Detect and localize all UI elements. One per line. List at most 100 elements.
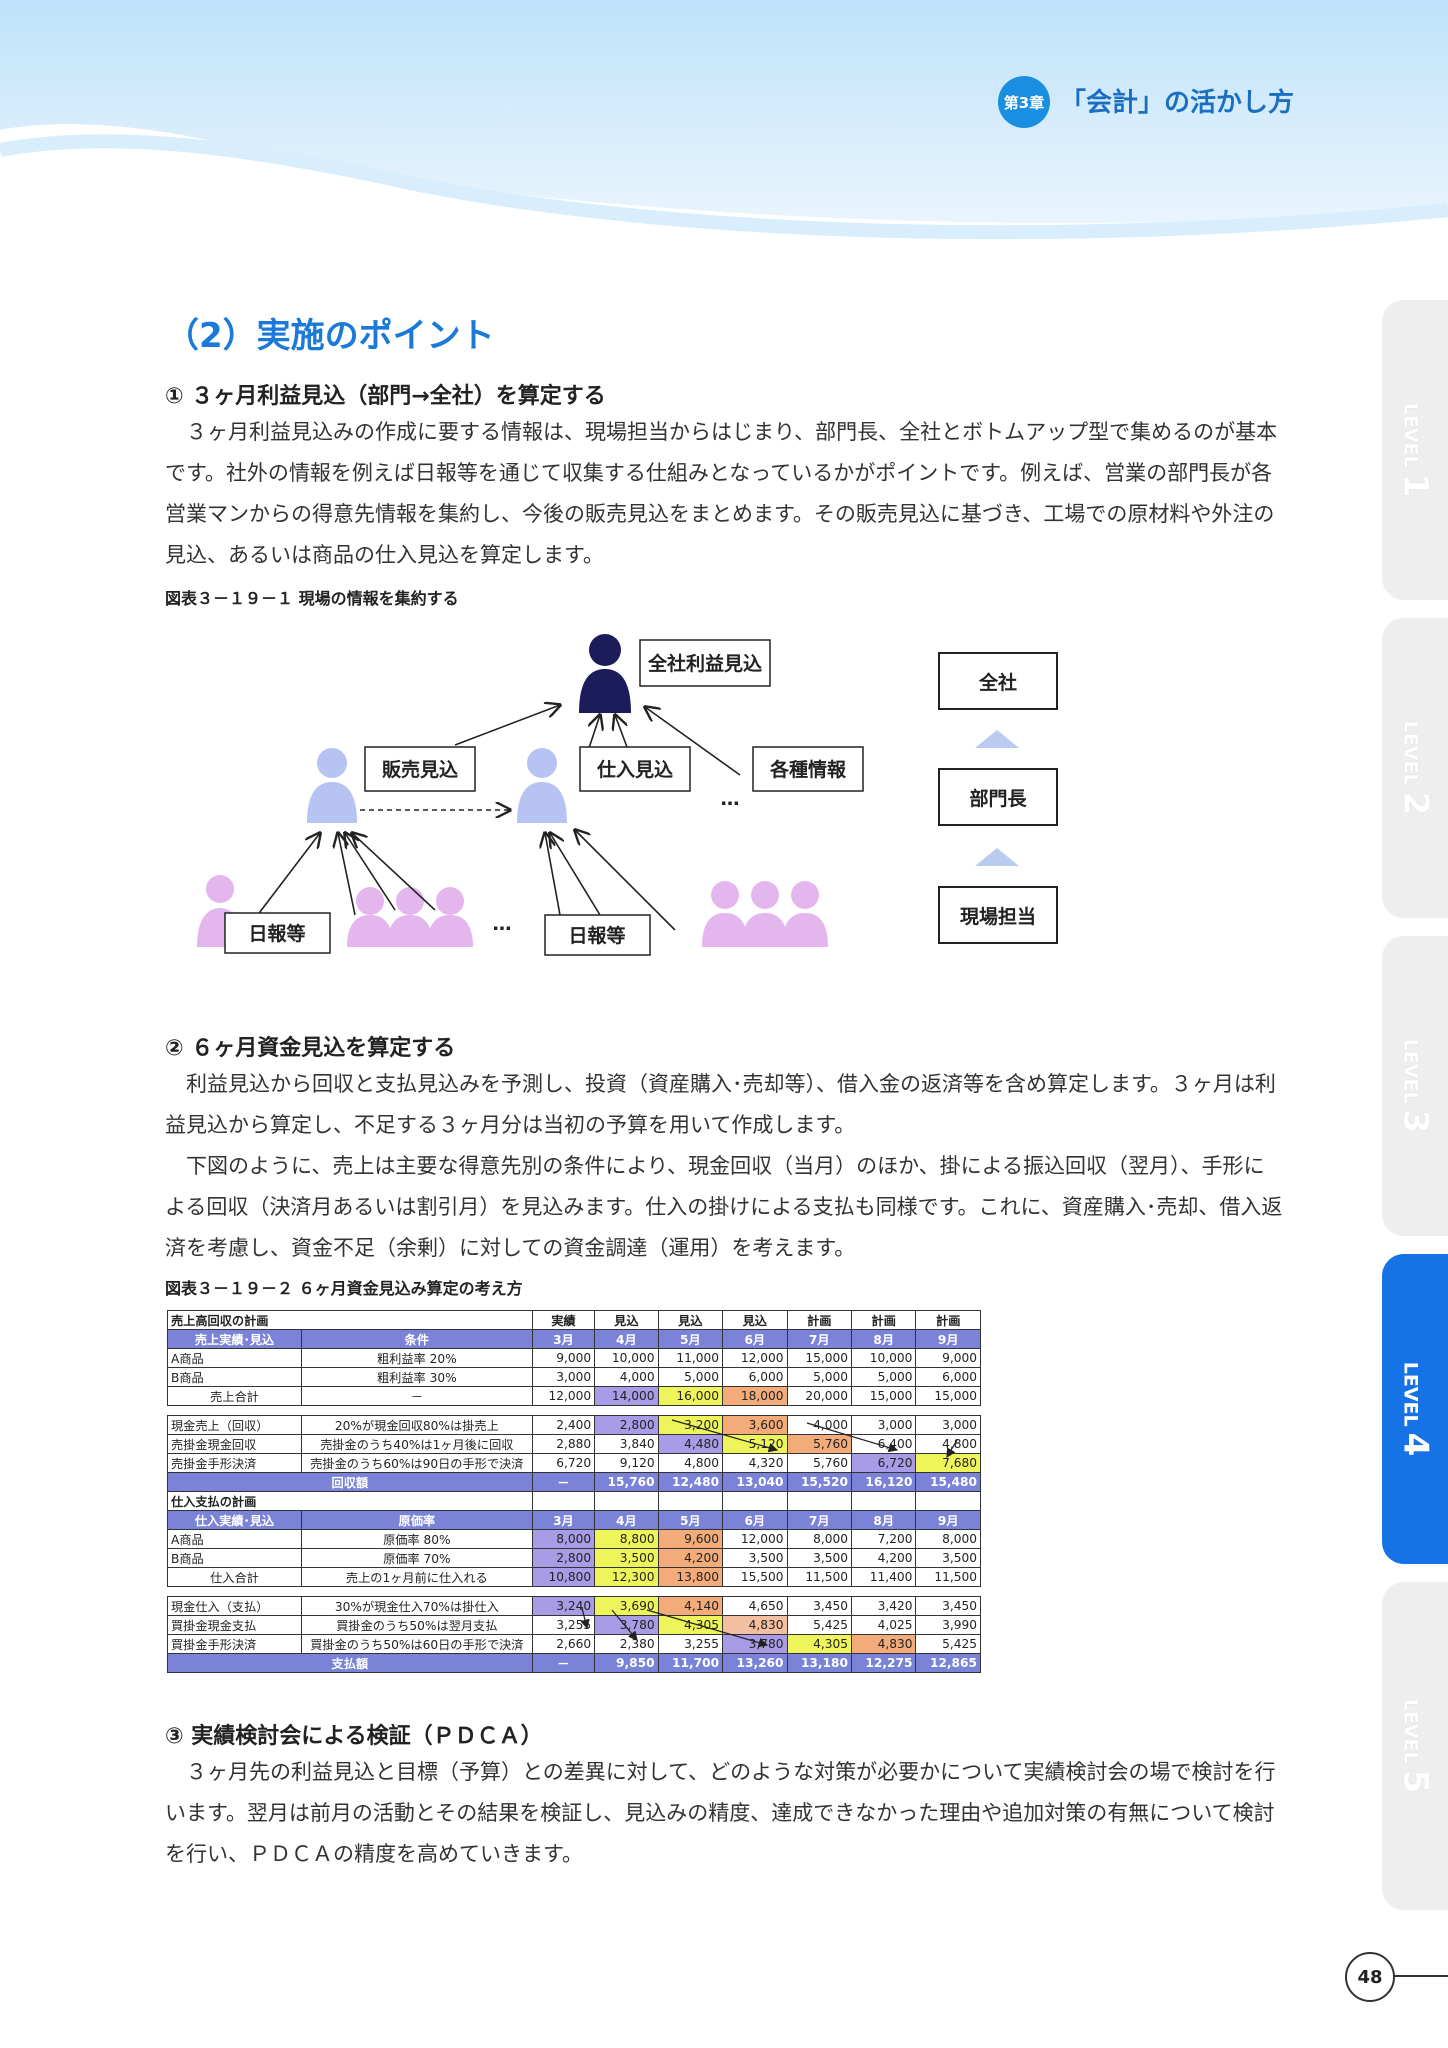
table-cell: 3,000 [915,1415,981,1435]
label-daily-report-1: 日報等 [248,922,305,945]
table-cell: A商品 [167,1529,302,1549]
tab-level-5[interactable]: LEVEL5 [1382,1582,1448,1910]
table-cell: 原価率 70% [300,1548,533,1568]
table-cell: 現金仕入（支払） [167,1596,302,1616]
chapter-title: 「会計」の活かし方 [1060,88,1295,118]
table-cell: 2,660 [531,1634,596,1654]
table-cell [594,1491,659,1511]
table-cell: 買掛金のうち50%は翌月支払 [300,1615,533,1635]
table-cell: 13,180 [786,1653,852,1673]
tab-level-1[interactable]: LEVEL1 [1382,300,1448,600]
table-cell [786,1491,852,1511]
tab-level-3[interactable]: LEVEL3 [1382,936,1448,1236]
level-tabs: LEVEL1 LEVEL2 LEVEL3 LEVEL4 LEVEL5 [1382,300,1448,1910]
table-cell: 10,000 [594,1348,659,1368]
label-box-company-forecast [639,639,771,687]
table-cell: 仕入実績･見込 [167,1510,302,1530]
table-cell: 9月 [915,1329,981,1349]
table-cell: 15,000 [915,1386,981,1406]
table-cell [532,1405,595,1416]
table-cell [531,1491,596,1511]
table-cell: 11,000 [657,1348,724,1368]
table-cell: 売上高回収の計画 [167,1310,533,1330]
table-cell: 7月 [786,1329,852,1349]
table-cell: 11,700 [657,1653,724,1673]
table-cell: 7,200 [850,1529,917,1549]
table-cell [787,1405,852,1416]
table-cell: 3月 [531,1329,596,1349]
table-cell: 20,000 [786,1386,852,1406]
table-cell: 3,255 [531,1615,596,1635]
table-cell: 12,000 [722,1348,788,1368]
page-number-line [1393,1975,1448,1977]
table-cell [594,1405,659,1416]
table-cell: 売掛金のうち40%は1ヶ月後に回収 [300,1434,533,1454]
table-cell: 15,520 [786,1472,852,1492]
table-cell: 2,800 [594,1415,659,1435]
table-row: 売上高回収の計画実績見込見込見込計画計画計画 [167,1310,981,1330]
table-cell: 仕入合計 [167,1567,302,1587]
table-cell: 4,800 [657,1453,724,1473]
table-cell: 4,140 [657,1596,724,1616]
table-cell: 9,000 [915,1348,981,1368]
section-title: （2）実施のポイント [165,316,495,356]
label-misc-info: 各種情報 [769,758,847,781]
table-cell [722,1405,788,1416]
table-cell: 4,320 [722,1453,788,1473]
paragraph-cash-forecast: 利益見込から回収と支払見込みを予測し、投資（資産購入･売却等）、借入金の返済等を… [165,1072,1283,1260]
table-cell [658,1586,723,1597]
table-cell: 16,000 [657,1386,724,1406]
table-cell: 10,800 [531,1567,596,1587]
table-cell [787,1586,852,1597]
table-cell: 13,040 [722,1472,788,1492]
table-cell: 15,000 [786,1348,852,1368]
table-cell: 6月 [722,1510,788,1530]
table-cell: 5,760 [786,1434,852,1454]
table-cell [850,1491,917,1511]
table-cell [301,1405,533,1416]
table-row [167,1586,981,1597]
table-cell: 4,800 [915,1434,981,1454]
table-cell: 15,480 [915,1472,981,1492]
table-cell: 仕入支払の計画 [167,1491,533,1511]
table-cell: 2,400 [531,1415,596,1435]
table-cell: 4,200 [657,1548,724,1568]
table-cell: 5,000 [850,1367,917,1387]
table-cell: 3,600 [722,1415,788,1435]
table-row [167,1405,981,1416]
table-cell: 5,000 [657,1367,724,1387]
table-cell: 8月 [850,1329,917,1349]
table-cell: 買掛金のうち50%は60日の手形で決済 [300,1634,533,1654]
legend-company: 全社 [938,652,1058,710]
table-cell: 4,025 [850,1615,917,1635]
table-cell: 回収額 [167,1472,533,1492]
info-aggregation-diagram: 全社利益見込 販売見込 仕入見込 各種情報 日報等 日報等 … … [197,634,864,956]
table-cell: 買掛金現金支払 [167,1615,302,1635]
table-cell [167,1586,302,1597]
table-cell: 3月 [531,1510,596,1530]
table-cell: 3,420 [850,1596,917,1616]
table-cell: 15,000 [850,1386,917,1406]
table-cell: 15,500 [722,1567,788,1587]
legend-up-arrow-2 [975,848,1019,866]
table-cell: 4,650 [722,1596,788,1616]
table-cell: 4,830 [850,1634,917,1654]
table-cell: 5,425 [915,1634,981,1654]
table-cell: 20%が現金回収80%は掛売上 [300,1415,533,1435]
table-cell: 9,850 [594,1653,659,1673]
table-cell: 8,000 [915,1529,981,1549]
table-cell: 9月 [915,1510,981,1530]
table-cell: 11,400 [850,1567,917,1587]
table-cell: 4,000 [594,1367,659,1387]
table-cell: 12,000 [722,1529,788,1549]
table-cell: 6月 [722,1329,788,1349]
tab-level-2[interactable]: LEVEL2 [1382,618,1448,918]
tab-level-4[interactable]: LEVEL4 [1382,1254,1448,1564]
